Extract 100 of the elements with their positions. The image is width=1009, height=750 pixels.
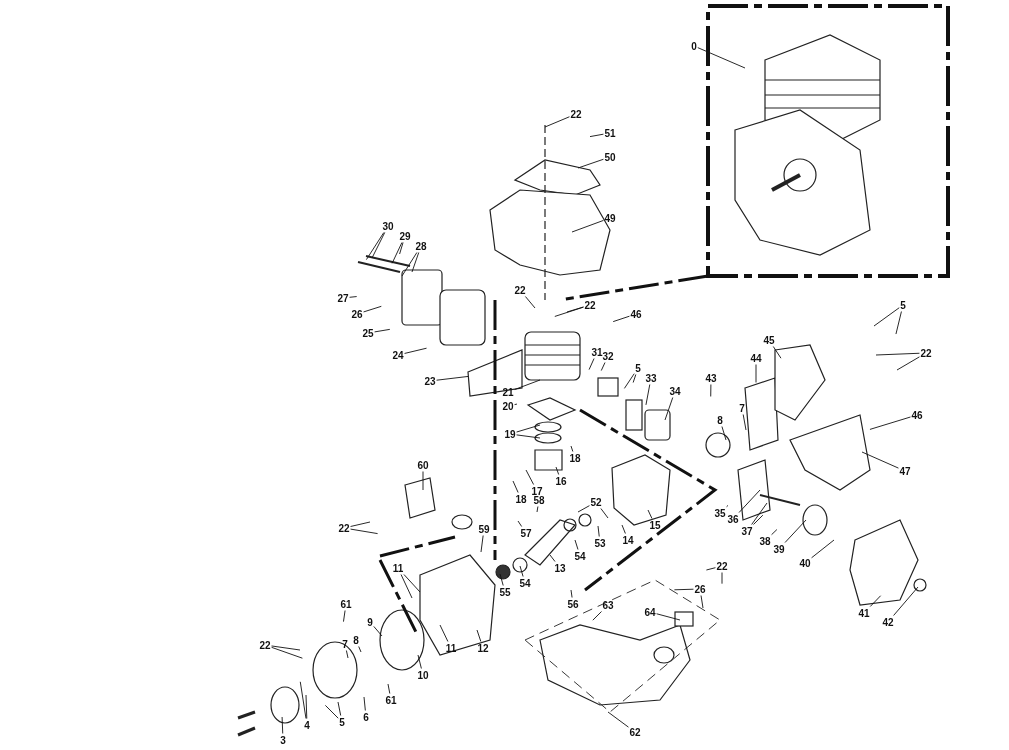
leader-line <box>771 529 778 536</box>
leader-line <box>400 574 413 599</box>
leader-line <box>592 611 602 621</box>
callout-number: 27 <box>337 292 349 304</box>
callout-number: 16 <box>555 475 567 487</box>
callout-number: 6 <box>363 711 369 723</box>
leader-line <box>621 524 626 534</box>
leader-line <box>566 306 584 313</box>
callout-number: 26 <box>351 308 363 320</box>
callout-number: 26 <box>694 583 706 595</box>
callout-number: 50 <box>604 151 616 163</box>
leader-line <box>555 466 560 475</box>
leader-line <box>784 519 807 543</box>
callout-number: 54 <box>574 550 586 562</box>
leader-line <box>873 307 900 327</box>
leader-line <box>516 424 541 433</box>
leader-line <box>363 305 382 313</box>
leader-line <box>751 502 768 525</box>
callout-number: 7 <box>739 402 745 414</box>
callout-number: 36 <box>727 513 739 525</box>
callout-number: 37 <box>741 525 753 537</box>
callout-number: 23 <box>424 375 436 387</box>
callout-number: 40 <box>799 557 811 569</box>
leader-line <box>324 704 339 719</box>
leader-line <box>373 625 383 637</box>
leader-line <box>697 47 746 69</box>
leader-line <box>365 232 385 261</box>
leader-line <box>726 504 729 508</box>
leader-line <box>536 506 539 513</box>
leader-line <box>632 374 637 383</box>
leader-line <box>358 646 362 653</box>
leader-line <box>399 242 404 255</box>
callout-number: 11 <box>392 562 404 574</box>
callout-number: 24 <box>392 349 404 361</box>
leader-line <box>305 694 308 719</box>
callout-number: 34 <box>669 385 681 397</box>
leader-line <box>363 696 366 711</box>
callout-number: 53 <box>594 537 606 549</box>
callout-number: 22 <box>584 299 596 311</box>
callout-number: 0 <box>691 40 697 52</box>
callout-number: 57 <box>520 527 532 539</box>
leader-line <box>705 567 716 571</box>
callout-number: 20 <box>502 400 514 412</box>
leader-line <box>549 554 556 562</box>
callout-number: 19 <box>504 428 516 440</box>
callout-number: 22 <box>570 108 582 120</box>
callout-number: 8 <box>353 634 359 646</box>
leader-line <box>417 654 422 669</box>
leader-line <box>742 414 747 431</box>
leader-line <box>422 471 424 491</box>
callout-number: 60 <box>417 459 429 471</box>
callout-number: 63 <box>602 599 614 611</box>
leader-line <box>577 158 604 169</box>
callout-number: 61 <box>385 694 397 706</box>
callout-number: 54 <box>519 577 531 589</box>
leader-line <box>600 362 606 371</box>
leader-line <box>721 426 727 441</box>
callout-number: 46 <box>630 308 642 320</box>
leader-line <box>647 509 653 519</box>
leader-line <box>656 613 681 621</box>
leader-line <box>439 624 449 642</box>
callout-number: 51 <box>604 127 616 139</box>
callout-number: 39 <box>773 543 785 555</box>
callout-number: 38 <box>759 535 771 547</box>
leader-line <box>753 514 764 525</box>
leader-line <box>480 535 484 553</box>
callout-number: 18 <box>515 493 527 505</box>
callout-number: 30 <box>382 220 394 232</box>
callout-number: 13 <box>554 562 566 574</box>
leader-line <box>337 701 342 716</box>
callout-number: 14 <box>622 534 634 546</box>
leader-line <box>607 711 629 728</box>
callout-number: 31 <box>591 346 603 358</box>
leader-line <box>869 416 911 430</box>
leader-line <box>869 595 882 607</box>
callout-number: 33 <box>645 372 657 384</box>
leader-line <box>404 347 427 354</box>
leader-line <box>570 589 573 598</box>
callout-number: 47 <box>899 465 911 477</box>
leader-line <box>589 133 604 138</box>
leader-line <box>861 451 899 469</box>
leader-line <box>271 645 301 651</box>
leader-line <box>281 716 284 734</box>
leader-line <box>896 356 920 371</box>
leader-line <box>895 311 902 335</box>
callout-number: 5 <box>900 299 906 311</box>
leader-line <box>514 403 518 406</box>
callout-number: 43 <box>705 372 717 384</box>
callout-number: 55 <box>499 586 511 598</box>
leader-line <box>577 505 590 513</box>
callout-number: 29 <box>399 230 411 242</box>
leader-line <box>612 315 630 323</box>
leader-line <box>374 328 391 333</box>
leader-line <box>700 595 704 609</box>
callout-number: 32 <box>602 350 614 362</box>
leader-line <box>525 469 535 485</box>
leader-line <box>600 508 609 519</box>
leader-line <box>476 629 482 642</box>
callout-number: 52 <box>590 496 602 508</box>
callout-number: 56 <box>567 598 579 610</box>
